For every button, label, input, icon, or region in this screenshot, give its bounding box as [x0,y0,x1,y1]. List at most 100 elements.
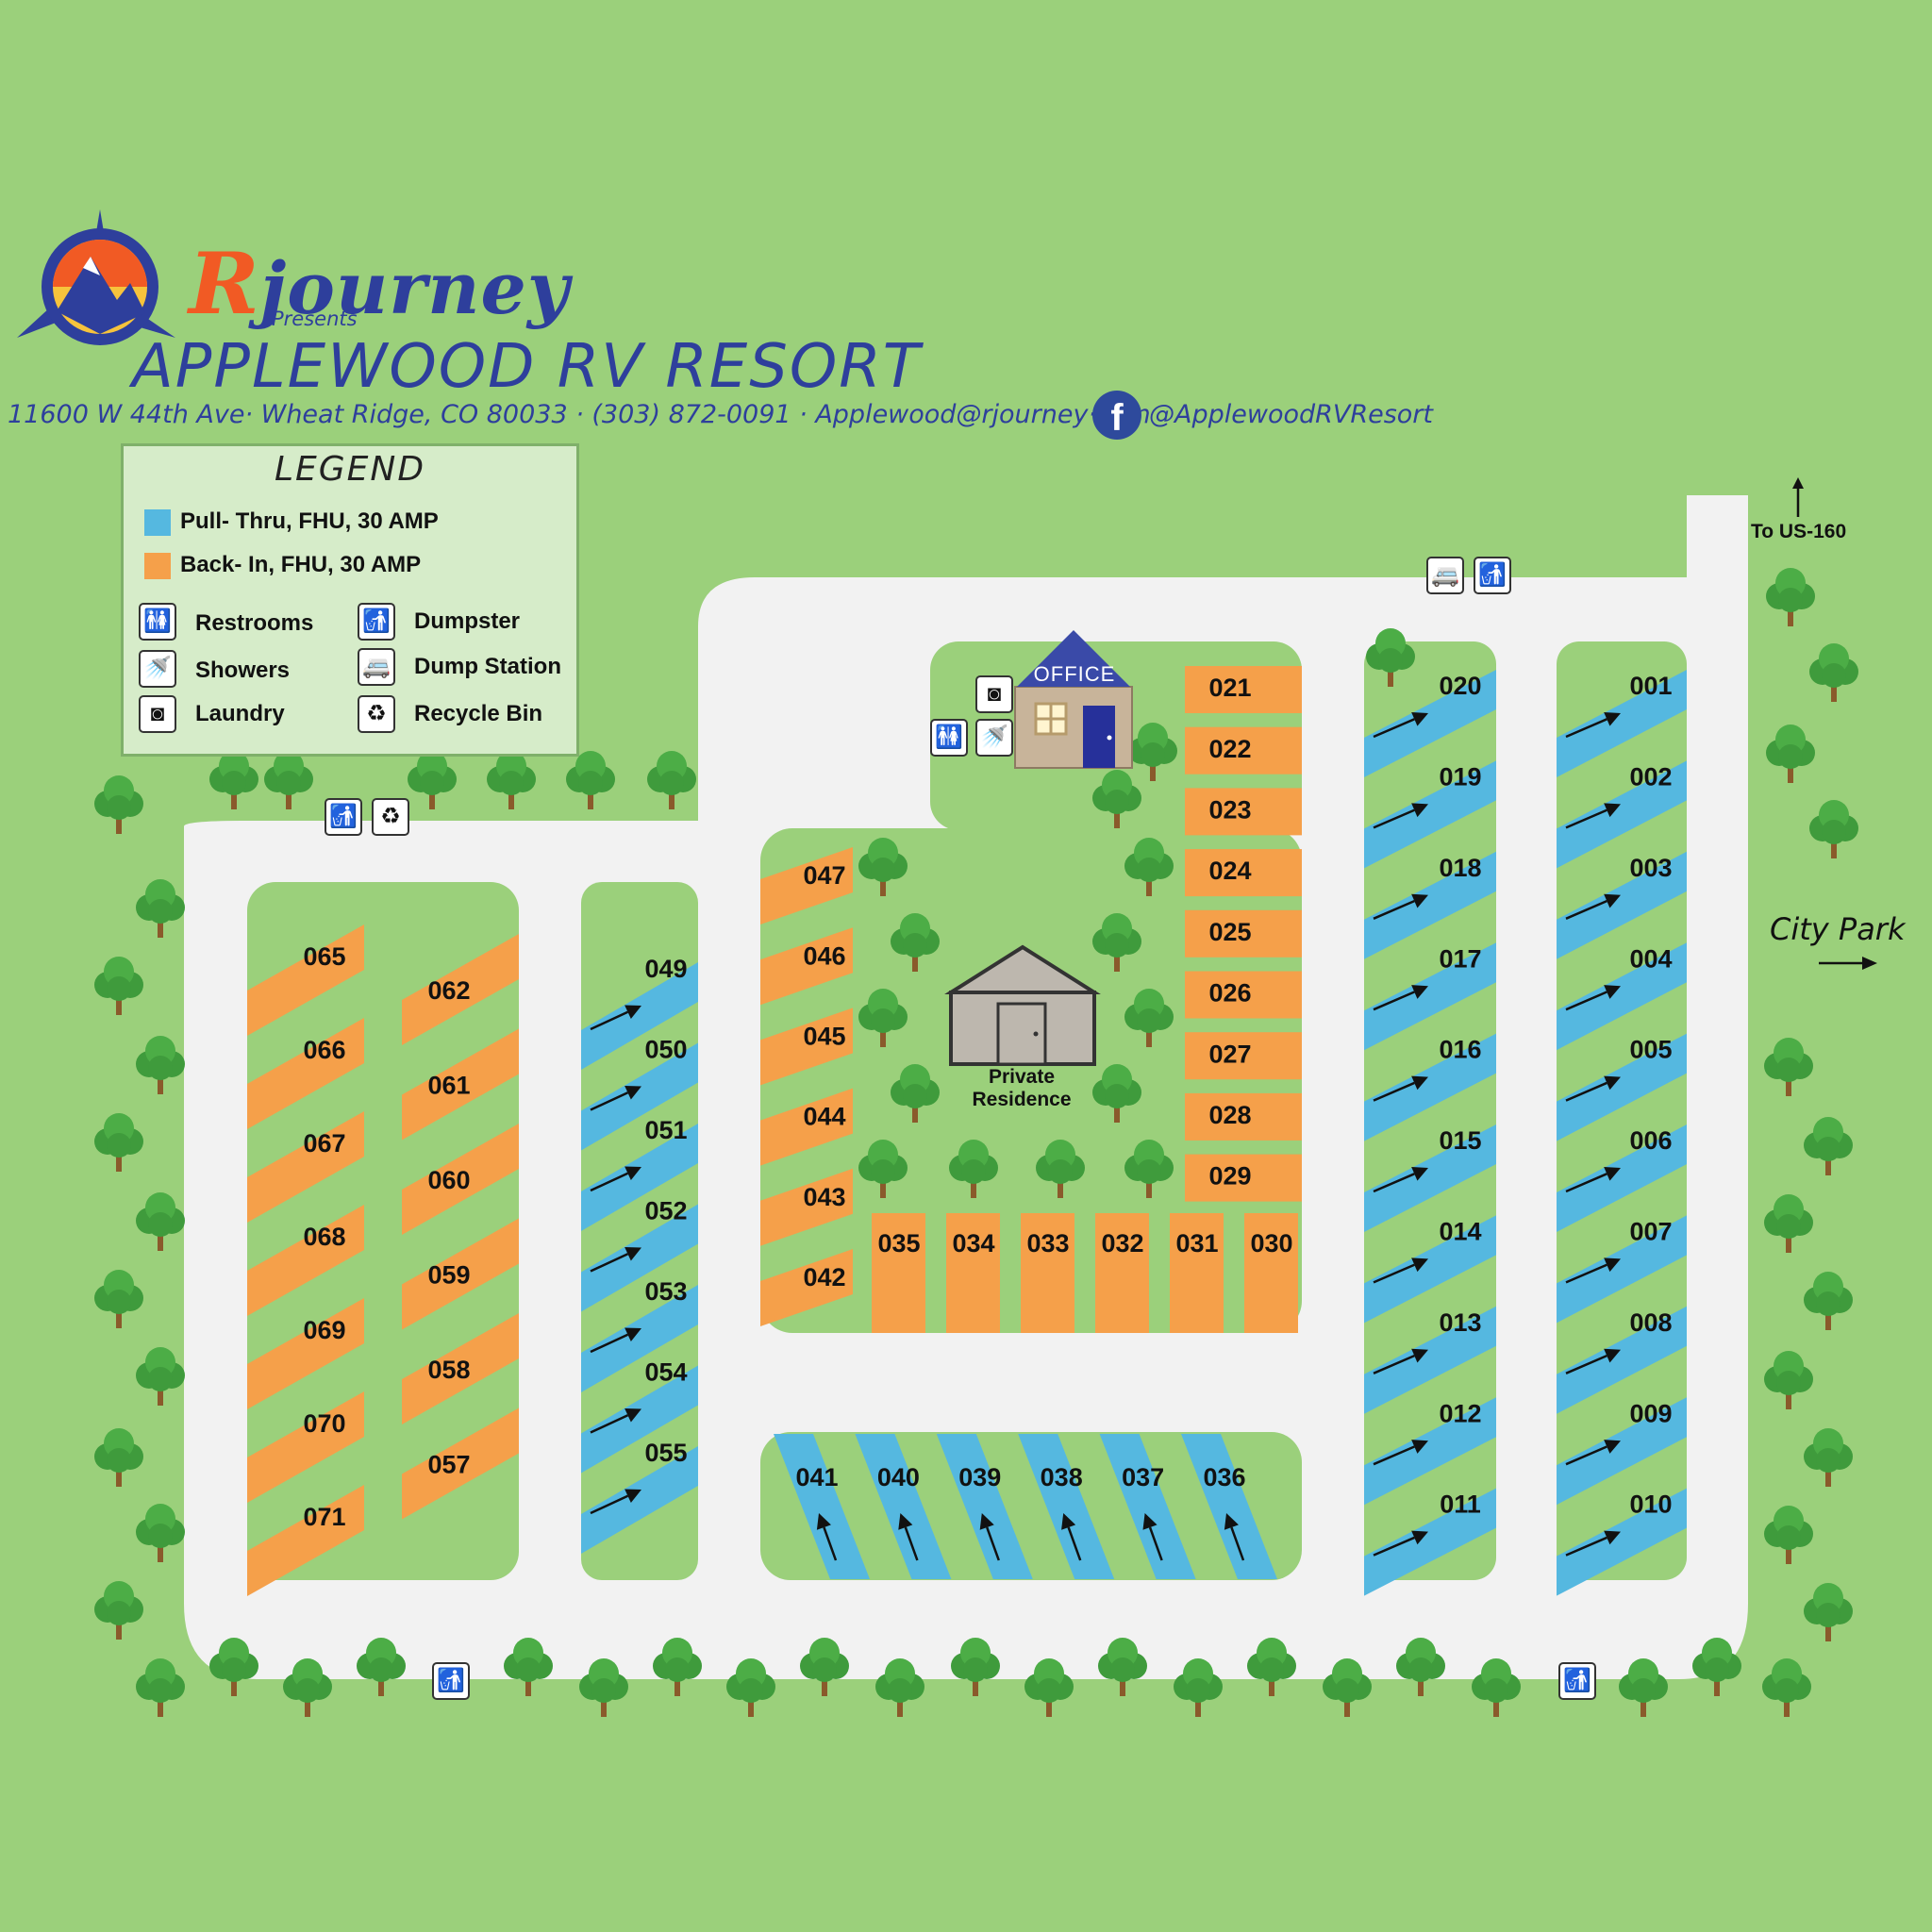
site-052[interactable]: 052 [581,1197,698,1312]
site-028[interactable]: 028 [1185,1092,1302,1141]
site-061[interactable]: 061 [402,1028,519,1141]
pull-thru-arrow [1373,803,1428,829]
site-015[interactable]: 015 [1364,1124,1496,1232]
tree [136,1192,185,1251]
site-055[interactable]: 055 [581,1439,698,1554]
site-066[interactable]: 066 [247,1018,364,1129]
site-005[interactable]: 005 [1557,1033,1687,1141]
site-001[interactable]: 001 [1557,670,1687,777]
site-020[interactable]: 020 [1364,670,1496,777]
tree [1804,1428,1853,1487]
site-046[interactable]: 046 [760,927,853,1006]
site-007[interactable]: 007 [1557,1215,1687,1324]
site-029[interactable]: 029 [1185,1154,1302,1202]
site-057[interactable]: 057 [402,1407,519,1520]
site-008[interactable]: 008 [1557,1306,1687,1414]
site-036[interactable]: 036 [1181,1434,1277,1579]
site-043[interactable]: 043 [760,1168,853,1246]
site-024[interactable]: 024 [1185,849,1302,897]
site-045[interactable]: 045 [760,1008,853,1086]
facebook-handle[interactable]: @ApplewoodRVResort [1149,400,1433,429]
site-025[interactable]: 025 [1185,909,1302,958]
site-018[interactable]: 018 [1364,851,1496,959]
site-042[interactable]: 042 [760,1249,853,1326]
site-060[interactable]: 060 [402,1124,519,1235]
site-009[interactable]: 009 [1557,1397,1687,1506]
site-059[interactable]: 059 [402,1218,519,1330]
site-010[interactable]: 010 [1557,1488,1687,1596]
facebook-icon[interactable]: f [1092,391,1141,440]
restroom-icon: 🚻 [930,719,968,757]
tree [647,751,696,809]
site-065[interactable]: 065 [247,924,364,1036]
site-023[interactable]: 023 [1185,788,1302,836]
site-047[interactable]: 047 [760,847,853,924]
legend-recycle-label: Recycle Bin [414,701,543,726]
site-068[interactable]: 068 [247,1205,364,1316]
tree [858,838,908,896]
site-017[interactable]: 017 [1364,942,1496,1051]
shower-icon: 🚿 [975,719,1013,757]
site-011[interactable]: 011 [1364,1488,1496,1596]
tree [1762,1658,1811,1717]
site-050[interactable]: 050 [581,1036,698,1151]
site-040[interactable]: 040 [855,1434,952,1579]
site-070[interactable]: 070 [247,1391,364,1503]
site-035[interactable]: 035 [872,1213,925,1333]
site-034[interactable]: 034 [946,1213,1000,1333]
site-013[interactable]: 013 [1364,1306,1496,1414]
site-label: 004 [1629,944,1672,973]
site-067[interactable]: 067 [247,1111,364,1223]
site-032[interactable]: 032 [1095,1213,1149,1333]
site-030[interactable]: 030 [1244,1213,1298,1333]
direction-arrows [1792,477,1877,970]
site-033[interactable]: 033 [1021,1213,1074,1333]
site-003[interactable]: 003 [1557,851,1687,959]
site-021[interactable]: 021 [1185,666,1302,713]
site-041[interactable]: 041 [774,1434,870,1579]
site-019[interactable]: 019 [1364,760,1496,869]
site-004[interactable]: 004 [1557,942,1687,1051]
site-044[interactable]: 044 [760,1088,853,1166]
site-label: 029 [1208,1162,1251,1191]
site-049[interactable]: 049 [581,955,698,1070]
site-053[interactable]: 053 [581,1277,698,1392]
site-016[interactable]: 016 [1364,1033,1496,1141]
site-039[interactable]: 039 [936,1434,1033,1579]
recycle-icon: ♻ [372,798,409,836]
site-002[interactable]: 002 [1557,760,1687,869]
pull-thru-arrow [590,1005,641,1031]
site-058[interactable]: 058 [402,1313,519,1424]
pull-thru-arrow [979,1513,1000,1561]
tree [94,1428,143,1487]
site-062[interactable]: 062 [402,934,519,1045]
site-label: 011 [1440,1491,1481,1519]
tree [1472,1658,1521,1717]
site-014[interactable]: 014 [1364,1215,1496,1324]
site-006[interactable]: 006 [1557,1124,1687,1232]
site-label: 001 [1629,672,1672,700]
tree [1124,989,1174,1047]
site-label: 028 [1208,1101,1251,1129]
pull-thru-arrow [590,1489,641,1515]
tree [653,1638,702,1696]
site-027[interactable]: 027 [1185,1032,1302,1080]
site-label: 059 [427,1261,470,1290]
site-054[interactable]: 054 [581,1358,698,1474]
site-012[interactable]: 012 [1364,1397,1496,1506]
site-label: 020 [1439,672,1481,700]
tree [1809,643,1858,702]
site-069[interactable]: 069 [247,1298,364,1409]
site-022[interactable]: 022 [1185,726,1302,774]
tree [1092,913,1141,972]
site-071[interactable]: 071 [247,1485,364,1596]
site-031[interactable]: 031 [1170,1213,1224,1333]
dumpster-icon: 🚮 [358,603,395,641]
pull-thru-arrow [1373,1257,1428,1284]
site-038[interactable]: 038 [1018,1434,1115,1579]
site-026[interactable]: 026 [1185,971,1302,1019]
pull-thru-arrow [1565,893,1621,920]
site-037[interactable]: 037 [1099,1434,1196,1579]
site-051[interactable]: 051 [581,1116,698,1231]
site-label: 055 [644,1439,687,1467]
